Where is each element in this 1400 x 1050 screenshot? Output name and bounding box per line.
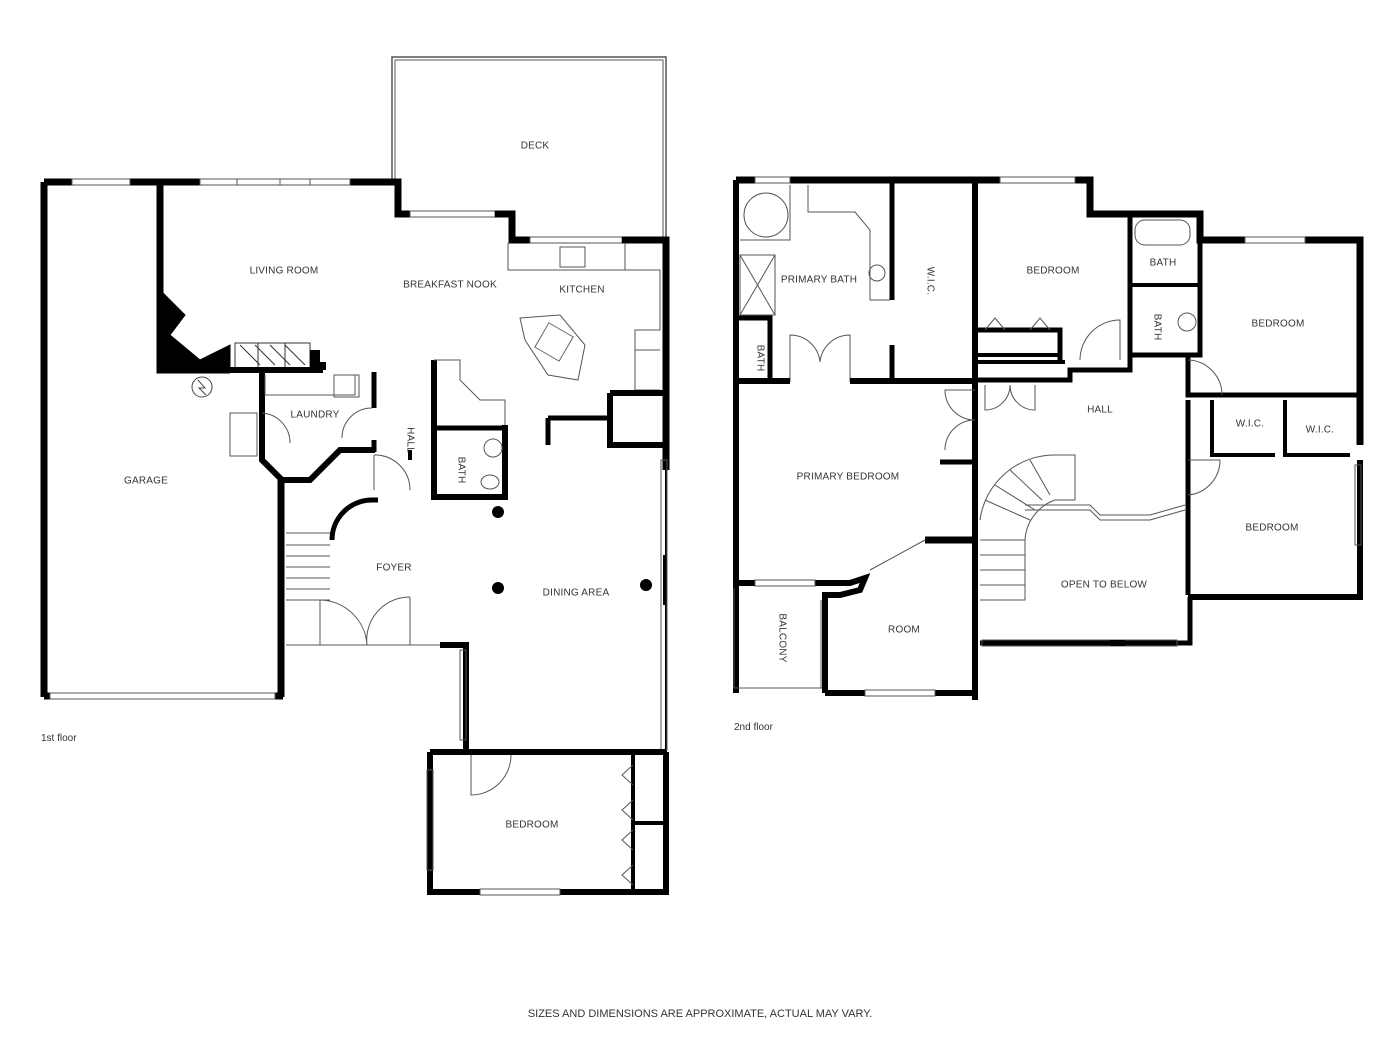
room-label-wic: W.I.C. — [924, 266, 936, 296]
room-label-hall: HALL — [1087, 404, 1113, 416]
room-label-bedroom: BEDROOM — [1245, 522, 1299, 534]
room-label-bath: BATH — [455, 456, 467, 484]
room-label-bedroom: BEDROOM — [1251, 318, 1305, 330]
second-floor-plan — [733, 176, 1364, 700]
room-label-laundry: LAUNDRY — [290, 409, 340, 421]
room-label-bath: BATH — [754, 344, 766, 372]
room-label-open-to-below: OPEN TO BELOW — [1060, 579, 1148, 591]
first-floor-plan — [40, 56, 670, 896]
room-label-garage: GARAGE — [124, 475, 168, 487]
room-label-breakfast-nook: BREAKFAST NOOK — [403, 279, 497, 291]
room-label-wic: W.I.C. — [1305, 424, 1335, 436]
room-label-primary-bath: PRIMARY BATH — [780, 274, 858, 286]
room-label-foyer: FOYER — [376, 562, 412, 574]
room-label-bedroom: BEDROOM — [505, 819, 559, 831]
floor-label-first: 1st floor — [41, 733, 77, 744]
disclaimer-footer: SIZES AND DIMENSIONS ARE APPROXIMATE, AC… — [527, 1008, 873, 1020]
room-label-wic: W.I.C. — [1235, 418, 1265, 430]
room-label-hall: HALL — [404, 427, 416, 453]
room-label-primary-bedroom: PRIMARY BEDROOM — [796, 471, 900, 483]
room-label-dining-area: DINING AREA — [542, 587, 610, 599]
room-label-kitchen: KITCHEN — [559, 284, 605, 296]
room-label-room: ROOM — [888, 624, 920, 636]
room-label-balcony: BALCONY — [776, 613, 788, 663]
room-label-bath: BATH — [1151, 313, 1163, 341]
floor-label-second: 2nd floor — [734, 722, 773, 733]
room-label-deck: DECK — [520, 140, 550, 152]
room-label-bath: BATH — [1149, 257, 1177, 269]
room-label-bedroom: BEDROOM — [1026, 265, 1080, 277]
room-label-living-room: LIVING ROOM — [249, 265, 319, 277]
